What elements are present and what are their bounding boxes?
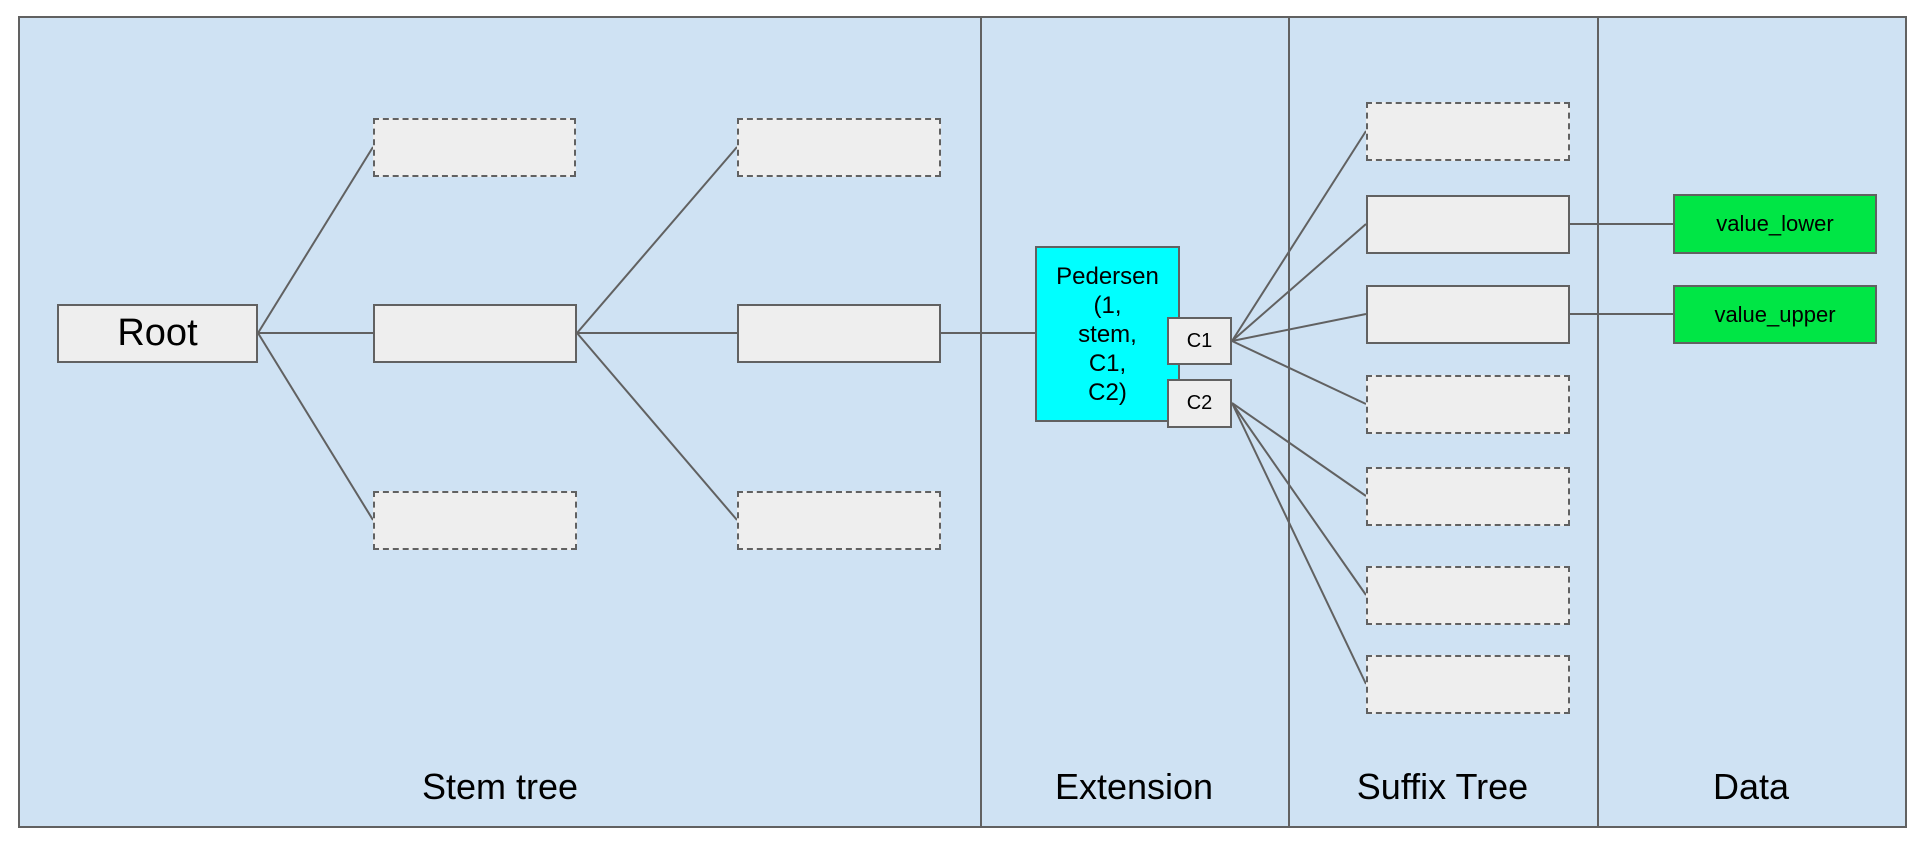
c2-node-label: C2 bbox=[1186, 392, 1213, 414]
section-label-data: Data bbox=[1712, 766, 1790, 807]
suffix-placeholder-node-1 bbox=[1366, 102, 1570, 161]
stem-placeholder-node-bottom-2 bbox=[737, 491, 941, 550]
value-lower-label: value_lower bbox=[1716, 211, 1834, 236]
stem-placeholder-node-bottom-1 bbox=[373, 491, 577, 550]
section-label-stem-tree: Stem tree bbox=[421, 766, 579, 807]
root-node: Root bbox=[57, 304, 258, 363]
suffix-placeholder-node-4 bbox=[1366, 566, 1570, 625]
suffix-placeholder-node-2 bbox=[1366, 375, 1570, 434]
suffix-placeholder-node-3 bbox=[1366, 467, 1570, 526]
stem-node-2 bbox=[737, 304, 941, 363]
value-upper-node: value_upper bbox=[1673, 285, 1877, 344]
divider-suffix-data bbox=[1597, 16, 1599, 826]
diagram-outer-frame bbox=[18, 16, 1907, 828]
pedersen-commitment-node: Pedersen (1, stem, C1, C2) bbox=[1035, 246, 1180, 422]
c1-node: C1 bbox=[1167, 317, 1232, 365]
value-lower-node: value_lower bbox=[1673, 194, 1877, 254]
c1-node-label: C1 bbox=[1186, 329, 1213, 352]
suffix-placeholder-node-5 bbox=[1366, 655, 1570, 714]
suffix-node-lower bbox=[1366, 195, 1570, 254]
stem-placeholder-node-top-2 bbox=[737, 118, 941, 177]
section-label-suffix-tree: Suffix Tree bbox=[1356, 766, 1529, 807]
root-node-label: Root bbox=[117, 312, 198, 354]
divider-stem-extension bbox=[980, 16, 982, 826]
c2-node: C2 bbox=[1167, 379, 1232, 428]
divider-extension-suffix bbox=[1288, 16, 1290, 826]
pedersen-commitment-label: Pedersen (1, stem, C1, C2) bbox=[1056, 262, 1159, 406]
value-upper-label: value_upper bbox=[1714, 301, 1836, 327]
suffix-node-upper bbox=[1366, 285, 1570, 344]
section-label-extension: Extension bbox=[1054, 766, 1214, 807]
stem-placeholder-node-top-1 bbox=[373, 118, 576, 177]
stem-node-1 bbox=[373, 304, 577, 363]
